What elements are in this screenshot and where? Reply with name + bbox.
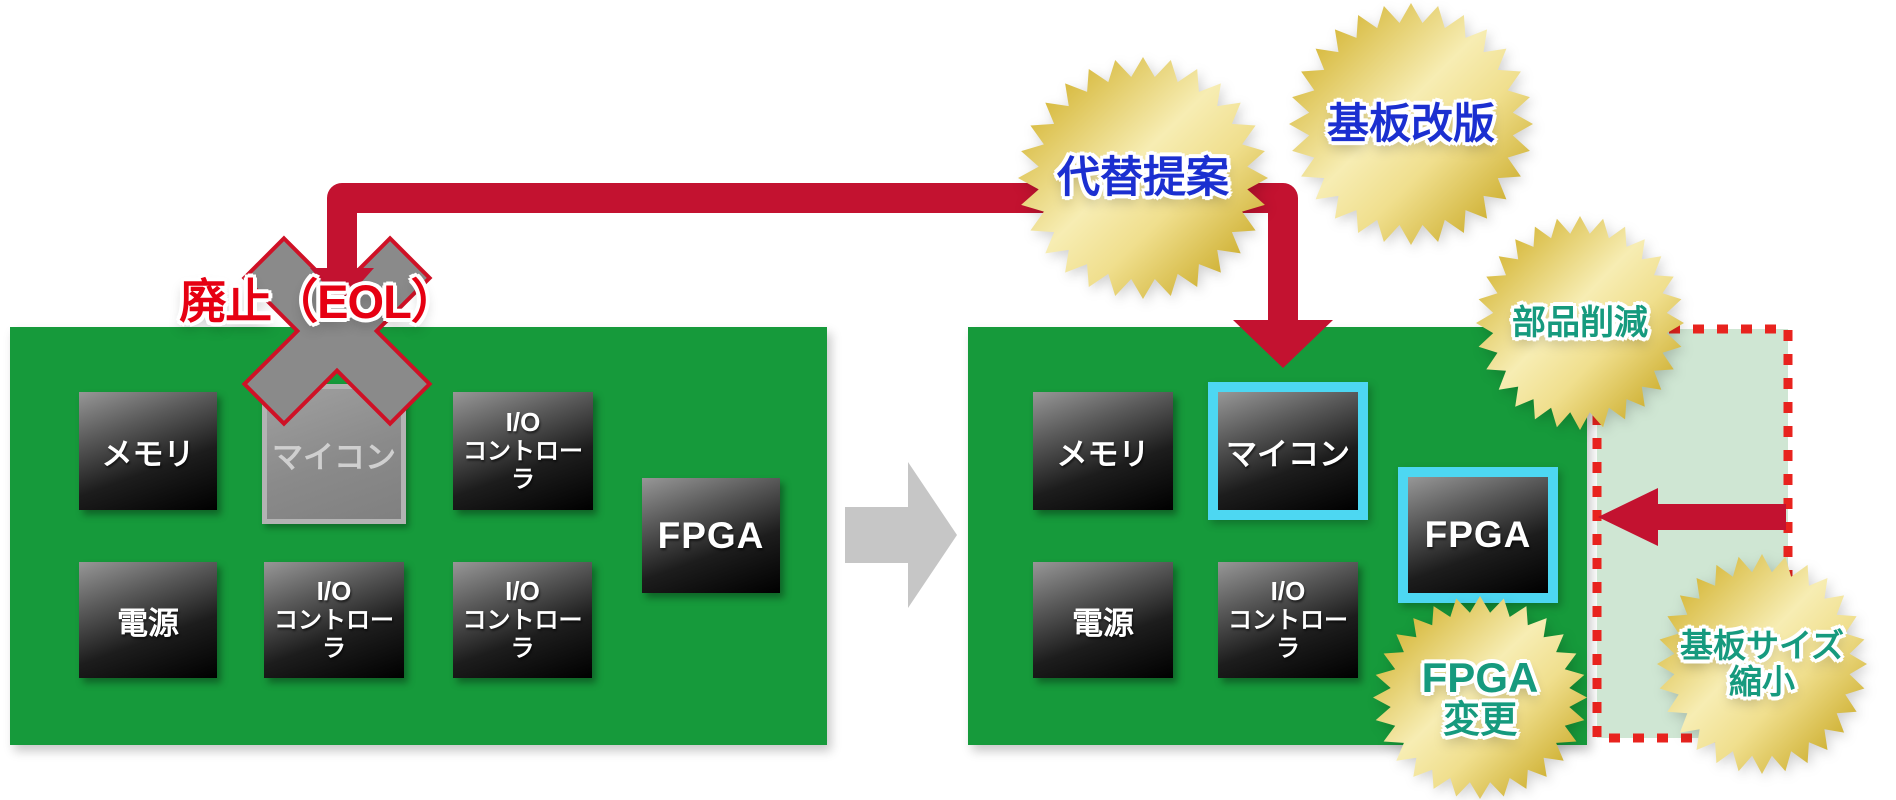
chip-power: 電源 [79,562,217,678]
chip-memory: メモリ [1033,392,1173,510]
chip-label: メモリ [101,436,195,472]
chip-label-line1: I/O [505,576,540,607]
chip-power: 電源 [1033,562,1173,678]
badge-label: 基板サイズ 縮小 [1656,553,1868,775]
chip-fpga: FPGA [1408,477,1548,593]
badge-label: FPGA 変更 [1372,595,1588,800]
chip-io-controller: I/O コントローラ [453,562,592,678]
chip-io-controller: I/O コントローラ [264,562,404,678]
starburst-icon [1289,3,1533,245]
badge-alternative-proposal: 代替提案 [1017,56,1269,300]
chip-label: マイコン [1226,436,1350,472]
badge-label-line1: 基板サイズ [1679,627,1844,665]
badge-parts-reduction: 部品削減 [1475,215,1685,431]
chip-io-controller: I/O コントローラ [1218,562,1358,678]
chip-micon: マイコン [1218,392,1358,510]
chip-micon-highlight: マイコン [1208,382,1368,520]
chip-memory: メモリ [79,392,217,510]
transition-arrow-icon [845,462,957,608]
chip-label: マイコン [272,439,396,475]
chip-label-line1: I/O [316,576,352,607]
badge-label: 基板改版 [1326,100,1495,148]
chip-label-line1: I/O [505,407,541,438]
chip-label-line2: コントローラ [462,607,583,662]
starburst-icon [1373,596,1587,799]
chip-label-line1: I/O [1270,576,1306,607]
chip-micon-eol: マイコン [262,384,406,524]
chip-label-line2: コントローラ [274,607,394,662]
chip-label: 電源 [1072,605,1134,641]
chip-label-line2: コントローラ [1228,607,1348,662]
size-reduction-arrow [1598,488,1786,546]
revised-board: メモリ マイコン FPGA 電源 I/O コントローラ [968,327,1587,745]
badge-label-line1: FPGA [1421,653,1539,701]
badge-label-line2: 縮小 [1729,663,1795,700]
badge-label-line2: 変更 [1443,699,1517,741]
badge-label: 部品削減 [1512,303,1648,342]
chip-label: 電源 [117,605,179,641]
badge-fpga-change: FPGA 変更 [1372,595,1588,800]
badge-board-revision: 基板改版 [1288,2,1534,246]
chip-fpga-highlight: FPGA [1398,467,1558,603]
chip-fpga: FPGA [642,478,780,593]
chip-label-line2: コントローラ [463,438,583,493]
chip-label: メモリ [1056,436,1150,472]
chip-io-controller: I/O コントローラ [453,392,593,510]
original-board: メモリ マイコン I/O コントローラ FPGA 電源 I/O コントローラ I… [10,327,827,745]
badge-label: 代替提案 [1057,153,1229,202]
chip-label: FPGA [657,514,765,556]
chip-label: FPGA [1424,514,1532,555]
badge-board-size-reduction: 基板サイズ 縮小 [1656,553,1868,775]
eol-label: 廃止（EOL） [179,275,458,328]
